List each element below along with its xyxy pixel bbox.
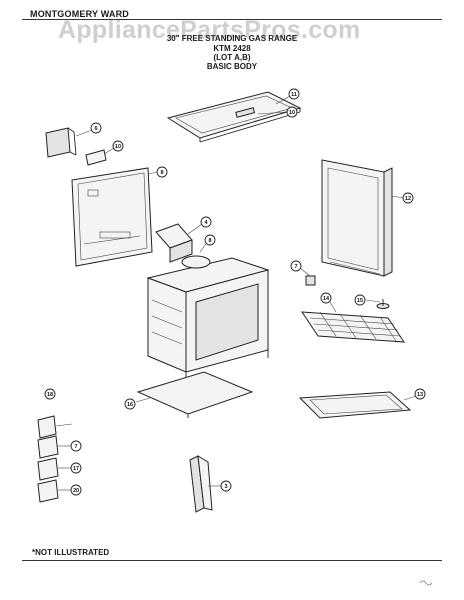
callout-10-side: 10: [112, 140, 124, 152]
svg-text:11: 11: [291, 92, 297, 98]
footnote: *NOT ILLUSTRATED: [32, 548, 110, 557]
oven-rack: [301, 311, 405, 343]
svg-text:15: 15: [357, 298, 363, 304]
callout-8-vent: 8: [204, 234, 216, 246]
footer-rule: [22, 560, 442, 561]
callout-16: 16: [124, 398, 136, 410]
svg-text:7: 7: [294, 264, 297, 270]
callout-7-knob: 7: [290, 260, 302, 272]
callout-4: 4: [200, 216, 212, 228]
svg-text:20: 20: [73, 488, 79, 494]
lot-label: (LOT A,B): [213, 53, 251, 62]
callout-7-hw: 7: [70, 440, 82, 452]
hardware-parts: [37, 415, 59, 503]
svg-text:3: 3: [224, 484, 227, 490]
callout-13: 13: [414, 388, 426, 400]
svg-text:8: 8: [208, 238, 211, 244]
callout-12: 12: [402, 192, 414, 204]
right-side-panel: [321, 159, 393, 277]
brand-name: MONTGOMERY WARD: [30, 9, 129, 19]
svg-text:7: 7: [74, 444, 77, 450]
leader-lines: [55, 95, 417, 491]
callout-18: 18: [44, 388, 56, 400]
bottom-drawer: [136, 371, 254, 418]
knob-part: [305, 275, 316, 286]
top-cover-panel: [166, 91, 302, 143]
back-panel: [71, 167, 153, 267]
callout-20: 20: [70, 484, 82, 496]
svg-text:17: 17: [73, 466, 79, 472]
leg-bracket: [189, 455, 213, 513]
svg-text:6: 6: [94, 126, 97, 132]
model-number: KTM 2428: [213, 44, 251, 53]
callout-6: 6: [90, 122, 102, 134]
svg-text:10: 10: [115, 144, 121, 150]
side-bracket: [45, 127, 77, 158]
callout-17: 17: [70, 462, 82, 474]
callout-3: 3: [220, 480, 232, 492]
watermark: AppliancePartsPros.com: [58, 16, 361, 44]
svg-text:10: 10: [289, 110, 295, 116]
svg-text:13: 13: [417, 392, 423, 398]
svg-text:18: 18: [47, 392, 53, 398]
header-rule: [22, 19, 442, 20]
svg-text:16: 16: [127, 402, 133, 408]
callout-14: 14: [320, 292, 332, 304]
svg-text:12: 12: [405, 196, 411, 202]
diagram-title: 30" FREE STANDING GAS RANGE: [166, 34, 298, 43]
vent-assembly: [155, 223, 211, 269]
callout-11: 11: [288, 88, 300, 100]
leveler-foot: [376, 299, 390, 309]
corner-mark: [419, 580, 433, 586]
svg-text:8: 8: [160, 170, 163, 176]
callout-10-top: 10: [286, 106, 298, 118]
svg-text:14: 14: [323, 296, 330, 302]
svg-text:4: 4: [204, 220, 208, 226]
callout-15: 15: [354, 294, 366, 306]
callout-8-back: 8: [156, 166, 168, 178]
section-label: BASIC BODY: [206, 62, 258, 71]
oven-body: [146, 257, 270, 380]
broiler-pan: [298, 391, 412, 419]
side-clip: [85, 149, 107, 166]
